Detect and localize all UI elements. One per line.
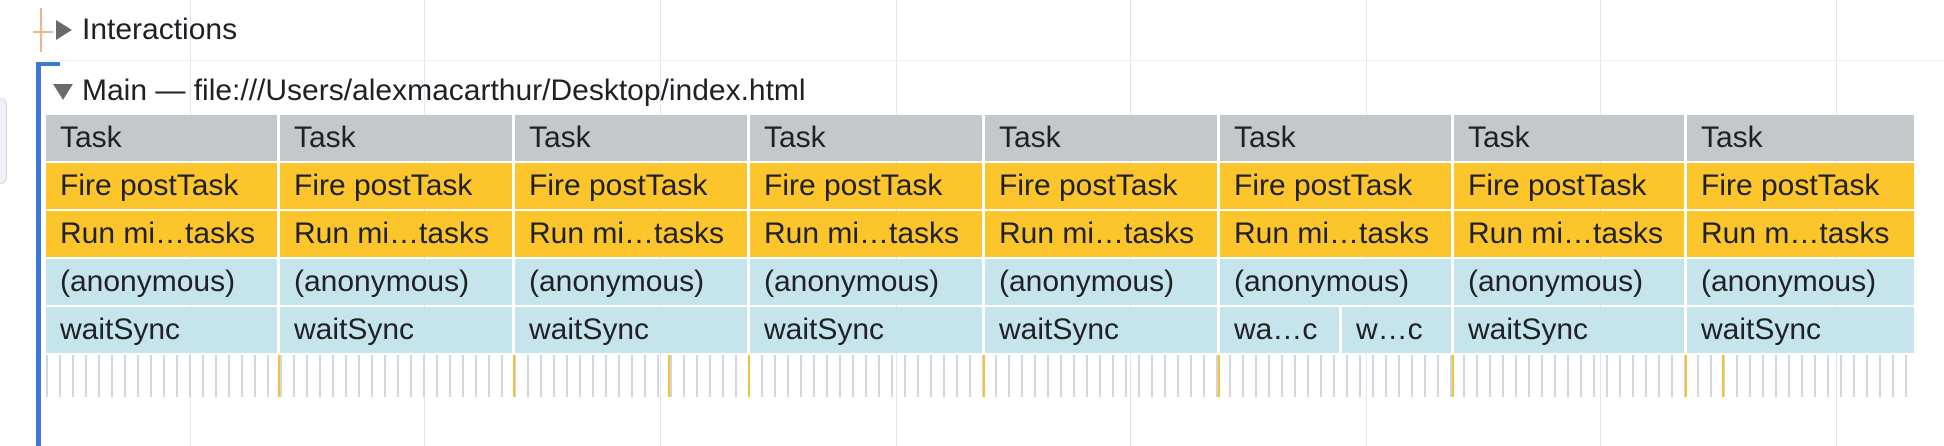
task-event[interactable]: Task: [280, 115, 515, 161]
run-microtasks-event[interactable]: Run mi…tasks: [46, 211, 280, 257]
anonymous-function-event[interactable]: (anonymous): [985, 259, 1220, 305]
fire-post-task-event[interactable]: Fire postTask: [1454, 163, 1687, 209]
wait-sync-event[interactable]: waitSync: [515, 307, 750, 353]
run-microtasks-event[interactable]: Run mi…tasks: [1454, 211, 1687, 257]
sub-event-tick: [1685, 355, 1687, 397]
track-divider: [44, 60, 1944, 61]
task-event[interactable]: Task: [1220, 115, 1454, 161]
wait-sync-event[interactable]: wa…c: [1220, 307, 1342, 353]
wait-sync-event[interactable]: waitSync: [750, 307, 985, 353]
sub-event-tick: [748, 355, 750, 397]
fire-post-task-event[interactable]: Fire postTask: [1687, 163, 1914, 209]
fire-post-task-event[interactable]: Fire postTask: [750, 163, 985, 209]
fire-post-task-event[interactable]: Fire postTask: [515, 163, 750, 209]
anonymous-function-event[interactable]: (anonymous): [515, 259, 750, 305]
run-microtasks-event[interactable]: Run mi…tasks: [750, 211, 985, 257]
fire-post-task-event[interactable]: Fire postTask: [46, 163, 280, 209]
sub-event-tick: [668, 355, 670, 397]
main-track-title[interactable]: Main — file:///Users/alexmacarthur/Deskt…: [82, 74, 806, 107]
task-event[interactable]: Task: [750, 115, 985, 161]
anonymous-function-event[interactable]: (anonymous): [750, 259, 985, 305]
fire-post-task-event[interactable]: Fire postTask: [985, 163, 1220, 209]
run-microtasks-event[interactable]: Run mi…tasks: [1220, 211, 1454, 257]
anonymous-function-event[interactable]: (anonymous): [1687, 259, 1914, 305]
track-marker: [40, 8, 42, 52]
sub-event-tick: [983, 355, 985, 397]
sub-event-tick: [278, 355, 280, 397]
wait-sync-event[interactable]: waitSync: [280, 307, 515, 353]
run-microtasks-event[interactable]: Run mi…tasks: [985, 211, 1220, 257]
sub-event-tick: [513, 355, 515, 397]
run-microtasks-event[interactable]: Run m…tasks: [1687, 211, 1914, 257]
wait-sync-event[interactable]: waitSync: [985, 307, 1220, 353]
fire-post-task-event[interactable]: Fire postTask: [1220, 163, 1454, 209]
track-marker: [33, 31, 53, 33]
sub-event-tick: [1722, 355, 1724, 397]
sub-event-tick: [1218, 355, 1220, 397]
task-event[interactable]: Task: [985, 115, 1220, 161]
wait-sync-event[interactable]: w…c: [1342, 307, 1454, 353]
task-event[interactable]: Task: [1454, 115, 1687, 161]
run-microtasks-event[interactable]: Run mi…tasks: [515, 211, 750, 257]
wait-sync-event[interactable]: waitSync: [1687, 307, 1914, 353]
triangle-right-icon[interactable]: [56, 20, 72, 40]
track-bracket: [36, 62, 60, 66]
wait-sync-event[interactable]: waitSync: [46, 307, 280, 353]
anonymous-function-event[interactable]: (anonymous): [1220, 259, 1454, 305]
run-microtasks-event[interactable]: Run mi…tasks: [280, 211, 515, 257]
triangle-down-icon[interactable]: [53, 84, 73, 100]
track-bracket: [36, 62, 41, 446]
fire-post-task-event[interactable]: Fire postTask: [280, 163, 515, 209]
sub-event-ticks[interactable]: [46, 355, 1914, 397]
sub-event-tick: [1452, 355, 1454, 397]
task-event[interactable]: Task: [1687, 115, 1914, 161]
flame-chart[interactable]: Task Task Task Task Task Task Task Task …: [46, 115, 1914, 355]
interactions-track-title[interactable]: Interactions: [82, 13, 238, 46]
interactions-track[interactable]: Interactions: [0, 0, 1944, 60]
anonymous-function-event[interactable]: (anonymous): [1454, 259, 1687, 305]
task-event[interactable]: Task: [46, 115, 280, 161]
panel-resize-handle[interactable]: [0, 98, 7, 184]
wait-sync-event[interactable]: waitSync: [1454, 307, 1687, 353]
anonymous-function-event[interactable]: (anonymous): [280, 259, 515, 305]
anonymous-function-event[interactable]: (anonymous): [46, 259, 280, 305]
task-event[interactable]: Task: [515, 115, 750, 161]
